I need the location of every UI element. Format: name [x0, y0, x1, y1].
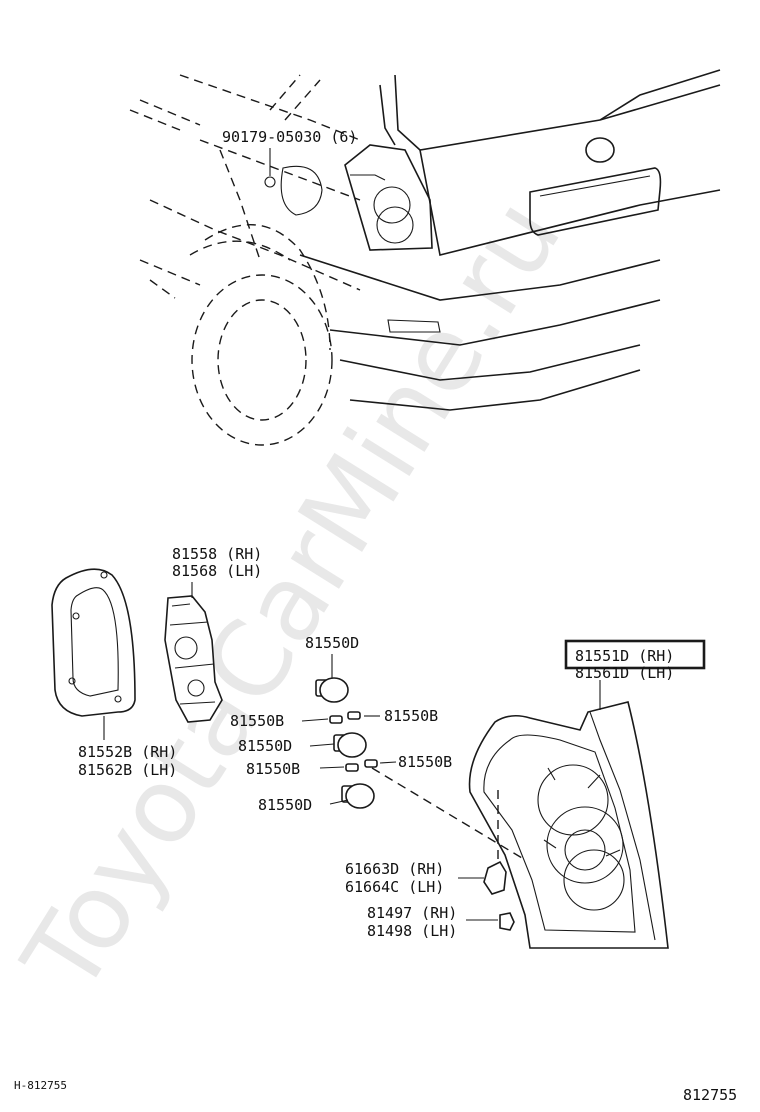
callout-lamp-rh: 81551D (RH): [575, 647, 674, 665]
bulb-large-3: [341, 783, 375, 809]
bulb-small-1: [329, 715, 343, 724]
callout-gasket-rh: 81552B (RH): [78, 743, 177, 761]
callout-nut-lh: 81498 (LH): [367, 922, 457, 940]
bulb-large-1: [315, 677, 349, 703]
callout-gasket-lh: 81562B (LH): [78, 761, 177, 779]
highlight-box-lamp-rh: [564, 639, 706, 670]
lamp-nut: [499, 912, 515, 931]
callout-bulb-b-3: 81550B: [246, 760, 300, 778]
leader-lines: [103, 148, 601, 921]
callout-bulb-b-4: 81550B: [398, 753, 452, 771]
callout-bulb-d-2: 81550D: [238, 737, 292, 755]
callout-bolt: 90179-05030 (6): [222, 128, 357, 146]
callout-socket-lh: 81568 (LH): [172, 562, 262, 580]
bulb-large-2: [333, 732, 367, 758]
car-rear-body-outline: [129, 69, 721, 446]
callout-bulb-d-1: 81550D: [305, 634, 359, 652]
lamp-gasket: [51, 568, 136, 717]
bulb-small-3: [345, 763, 359, 772]
callout-nut-rh: 81497 (RH): [367, 904, 457, 922]
lamp-clip: [483, 860, 507, 895]
callout-bulb-b-1: 81550B: [230, 712, 284, 730]
callout-bulb-b-2: 81550B: [384, 707, 438, 725]
callout-bulb-d-3: 81550D: [258, 796, 312, 814]
rear-combination-lamp: [468, 701, 669, 949]
callout-clip-rh: 61663D (RH): [345, 860, 444, 878]
figure-number: 812755: [683, 1086, 737, 1104]
bulb-small-4: [364, 759, 378, 768]
bulb-socket-assembly: [164, 595, 223, 723]
callout-clip-lh: 61664C (LH): [345, 878, 444, 896]
callout-socket-rh: 81558 (RH): [172, 545, 262, 563]
bulb-small-2: [347, 711, 361, 720]
diagram-code: H-812755: [14, 1079, 67, 1092]
callout-lamp-lh: 81561D (LH): [575, 664, 674, 682]
